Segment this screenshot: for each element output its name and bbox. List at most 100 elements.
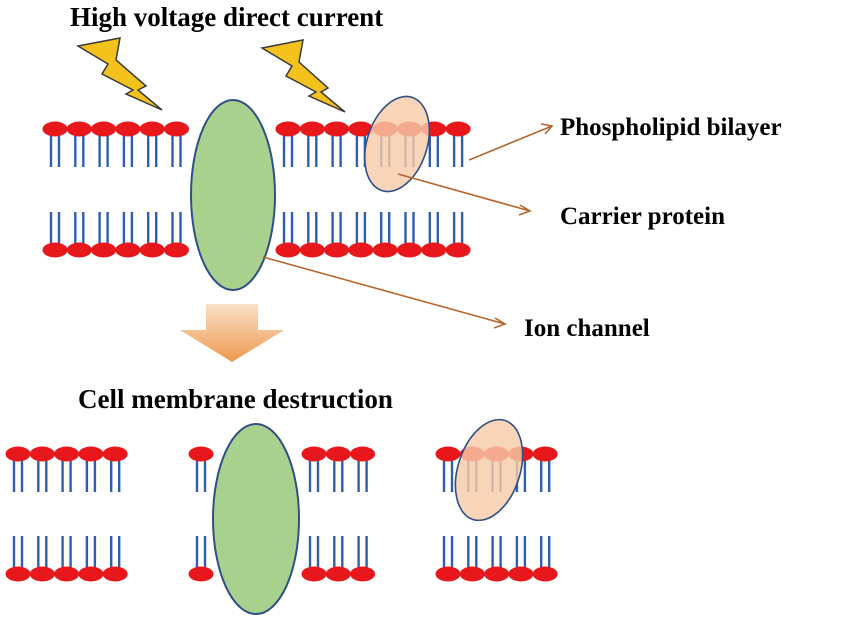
lipid-head — [164, 242, 189, 258]
phospholipid-molecule — [532, 446, 558, 492]
phospholipid-molecule — [350, 446, 376, 492]
lipid-head — [78, 446, 104, 462]
carrier-protein-label: Carrier protein — [560, 203, 726, 230]
phospholipid-molecule — [29, 536, 55, 582]
phospholipid-molecule — [459, 536, 485, 582]
lipid-head — [102, 566, 128, 582]
lipid-head — [54, 446, 80, 462]
lipid-head — [532, 566, 558, 582]
pointer-phospholipid-head — [540, 123, 554, 135]
phospholipid-molecule — [164, 121, 189, 167]
lipid-head — [324, 121, 350, 137]
phospholipid-molecule — [188, 446, 214, 492]
lipid-head — [91, 242, 117, 258]
lipid-head — [348, 242, 374, 258]
lipid-head — [139, 121, 165, 137]
phospholipid-molecule — [78, 536, 104, 582]
lipid-head — [42, 242, 68, 258]
top-title: High voltage direct current — [70, 2, 384, 32]
lipid-head — [188, 446, 214, 462]
ion-channel-protein — [190, 99, 276, 291]
phospholipid-molecule — [91, 121, 117, 167]
lipid-head — [350, 446, 376, 462]
phospholipid-molecule — [5, 446, 31, 492]
ion-channel-protein-broken — [212, 423, 300, 615]
phospholipid-molecule — [275, 212, 301, 258]
phospholipid-molecule — [299, 212, 325, 258]
pointer-carrier — [397, 173, 531, 212]
phospholipid-molecule — [54, 446, 80, 492]
lipid-head — [275, 121, 301, 137]
phospholipid-label: Phospholipid bilayer — [560, 114, 782, 141]
pointer-carrier-head — [518, 204, 532, 216]
lipid-head — [324, 242, 350, 258]
phospholipid-molecule — [42, 121, 68, 167]
phospholipid-molecule — [350, 536, 376, 582]
lipid-head — [5, 446, 31, 462]
bottom-title: Cell membrane destruction — [78, 384, 393, 414]
lipid-head — [5, 566, 31, 582]
phospholipid-molecule — [325, 536, 351, 582]
phospholipid-molecule — [508, 536, 534, 582]
lipid-head — [29, 446, 55, 462]
phospholipid-molecule — [5, 536, 31, 582]
ion-channel-label: Ion channel — [524, 315, 650, 342]
lightning-bolt-icon — [75, 37, 163, 111]
lipid-head — [445, 242, 471, 258]
lipid-head — [275, 242, 301, 258]
lipid-head — [348, 121, 374, 137]
lipid-head — [421, 242, 447, 258]
lipid-head — [350, 566, 376, 582]
lipid-head — [372, 242, 398, 258]
lipid-head — [532, 446, 558, 462]
phospholipid-molecule — [324, 121, 350, 167]
phospholipid-molecule — [54, 536, 80, 582]
lipid-head — [91, 121, 117, 137]
phospholipid-molecule — [66, 121, 92, 167]
phospholipid-molecule — [348, 121, 374, 167]
lipid-head — [325, 446, 351, 462]
phospholipid-molecule — [325, 446, 351, 492]
lipid-head — [325, 566, 351, 582]
lipid-head — [188, 566, 214, 582]
phospholipid-molecule — [66, 212, 92, 258]
phospholipid-molecule — [164, 212, 189, 258]
phospholipid-molecule — [435, 446, 461, 492]
phospholipid-molecule — [532, 536, 558, 582]
carrier-protein — [363, 95, 431, 193]
phospholipid-molecule — [435, 536, 461, 582]
phospholipid-molecule — [299, 121, 325, 167]
phospholipid-molecule — [78, 446, 104, 492]
lipid-head — [139, 242, 165, 258]
lipid-head — [164, 121, 189, 137]
lipid-head — [115, 242, 141, 258]
phospholipid-molecule — [42, 212, 68, 258]
lipid-head — [299, 242, 325, 258]
phospholipid-molecule — [301, 536, 327, 582]
down-arrow-icon — [180, 304, 284, 362]
lipid-head — [29, 566, 55, 582]
lipid-head — [508, 566, 534, 582]
phospholipid-molecule — [188, 536, 214, 582]
phospholipid-molecule — [102, 446, 128, 492]
phospholipid-molecule — [29, 446, 55, 492]
lightning-bolt-icon — [259, 39, 346, 113]
phospholipid-molecule — [275, 121, 301, 167]
lipid-head — [66, 121, 92, 137]
lipid-head — [78, 566, 104, 582]
phospholipid-molecule — [421, 212, 447, 258]
phospholipid-molecule — [445, 212, 471, 258]
carrier-protein-broken — [454, 418, 524, 522]
phospholipid-molecule — [324, 212, 350, 258]
phospholipid-molecule — [91, 212, 117, 258]
lipid-head — [484, 566, 510, 582]
phospholipid-molecule — [139, 212, 165, 258]
broken-phospholipid-bilayer — [5, 446, 558, 582]
lipid-head — [115, 121, 141, 137]
phospholipid-molecule — [445, 121, 471, 167]
phospholipid-molecule — [372, 212, 398, 258]
phospholipid-molecule — [348, 212, 374, 258]
phospholipid-molecule — [484, 536, 510, 582]
